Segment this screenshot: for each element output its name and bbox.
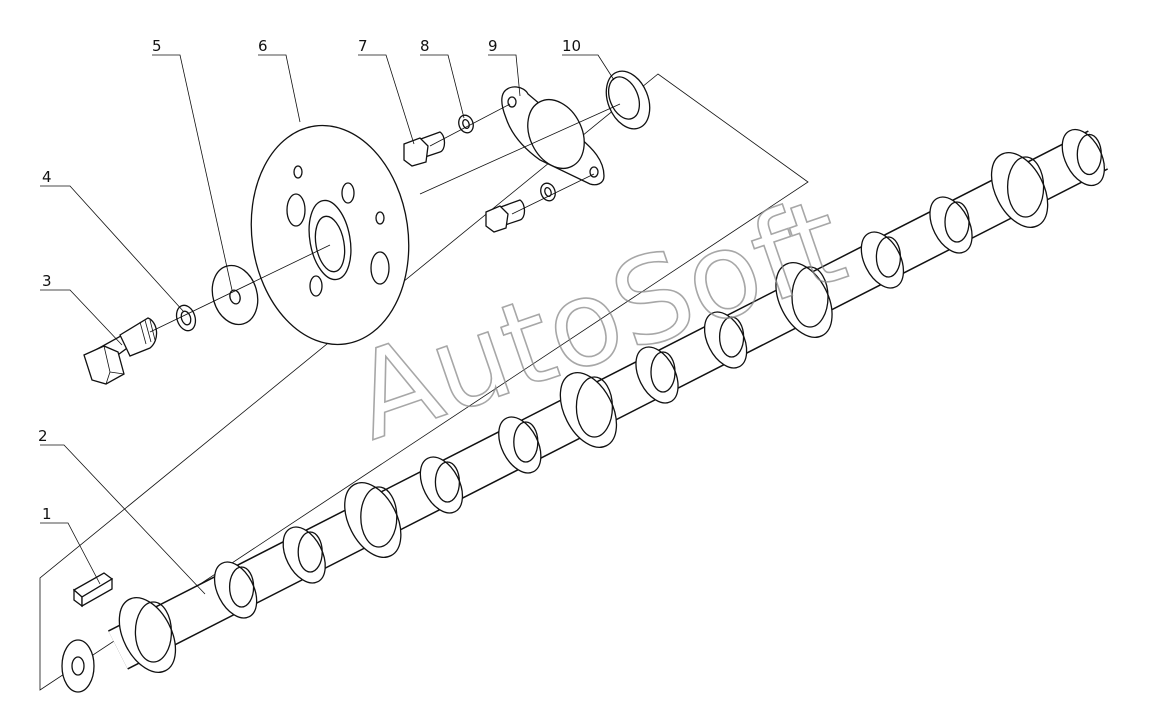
assembly-axes [149, 103, 621, 333]
camshaft-segment-face [513, 421, 539, 463]
leader-lines [40, 54, 615, 595]
camshaft-segment-face [718, 316, 745, 358]
camshaft-segment-face [1006, 156, 1045, 218]
bolt-part-7-upper [403, 131, 446, 167]
camshaft-center-hole [71, 656, 85, 676]
callout-6: 6 [258, 37, 268, 55]
camshaft-journal [775, 262, 833, 338]
camshaft-lobe [703, 311, 748, 369]
camshaft [61, 128, 1108, 693]
camshaft-segment-face [944, 201, 970, 243]
camshaft-segment-face [875, 236, 902, 278]
camshaft-segment-face [360, 486, 398, 548]
callout-5: 5 [152, 37, 162, 55]
camshaft-segment-face [650, 351, 676, 393]
bolt-part-3 [83, 317, 158, 385]
callout-8: 8 [420, 37, 430, 55]
camshaft-segment-face [297, 531, 323, 573]
camshaft-segment-face [575, 376, 614, 438]
camshaft-lobe [860, 231, 905, 289]
camshaft-segment-face [1076, 133, 1102, 176]
flange-plate-part-9 [501, 86, 605, 186]
callout-2: 2 [38, 427, 48, 445]
assembly-frame [39, 73, 809, 691]
camshaft-lobe [282, 526, 326, 584]
camshaft-lobe [635, 346, 679, 404]
callout-3: 3 [42, 272, 52, 290]
camshaft-segment-face [434, 461, 461, 503]
callout-9: 9 [488, 37, 498, 55]
seal-ring-part-10 [605, 70, 651, 130]
camshaft-journal [344, 482, 402, 558]
callout-7: 7 [358, 37, 368, 55]
key-part [72, 572, 114, 608]
camshaft-segment-face [134, 601, 173, 663]
camshaft-segment-face [791, 266, 829, 328]
camshaft-lobe [498, 416, 542, 474]
callout-10: 10 [562, 37, 581, 55]
bolt-part-7-lower [485, 199, 526, 233]
lock-washer-part-8 [458, 114, 556, 202]
lock-washer-part-4 [175, 304, 197, 332]
callout-4: 4 [42, 168, 52, 186]
camshaft-journal [559, 372, 618, 448]
thrust-washer-part-5 [211, 264, 259, 326]
camshaft-lobe [1061, 128, 1105, 187]
camshaft-journal [990, 152, 1049, 228]
camshaft-lobe [419, 456, 464, 514]
callout-1: 1 [42, 505, 52, 523]
timing-gear-part-6 [250, 124, 410, 346]
camshaft-lobe [213, 561, 258, 619]
camshaft-journal [118, 597, 177, 673]
camshaft-segment-face [228, 566, 255, 608]
callout-labels: 1 2 3 4 5 6 7 8 9 10 [38, 37, 581, 523]
camshaft-lobe [929, 196, 973, 254]
